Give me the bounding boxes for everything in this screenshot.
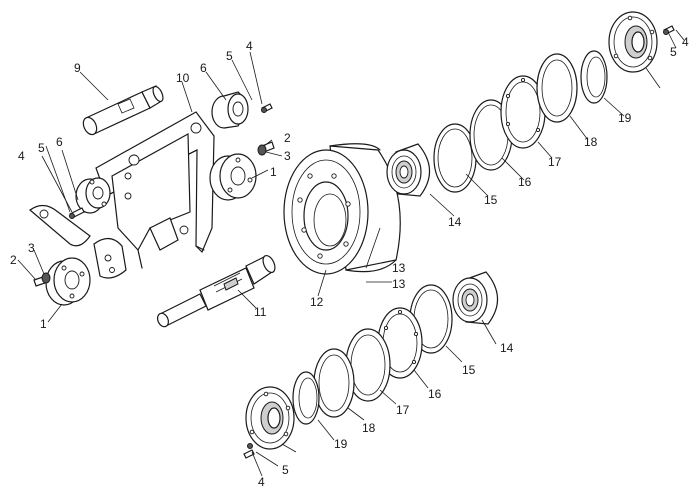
part-number-labels: 9 10 6 5 4 2 3 1 4 5 6 3 2 1 11 12 13 13…: [10, 35, 689, 489]
label-8: 10: [176, 71, 190, 85]
part-bearing-top: [386, 143, 431, 197]
label-12: 13: [392, 277, 406, 291]
part-axle-pin: [82, 85, 164, 136]
fasteners: [33, 25, 675, 459]
label-16-top: 17: [548, 155, 562, 169]
label-10: 12: [310, 295, 324, 309]
part-cover-19-bottom: [245, 386, 295, 450]
label-2-left: 2: [10, 253, 17, 267]
part-hub-top: [211, 91, 249, 129]
label-5-top: 5: [226, 49, 233, 63]
part-flange-left: [45, 257, 91, 306]
label-3-left: 3: [28, 241, 35, 255]
label-15-bottom: 16: [428, 387, 442, 401]
part-wheel-drum: [283, 143, 401, 275]
label-4-top: 4: [246, 39, 253, 53]
label-13-bottom: 14: [500, 341, 514, 355]
label-5-bottom: 5: [282, 463, 289, 477]
label-5-topright: 5: [670, 45, 677, 59]
part-bearing-bottom: [452, 271, 499, 325]
part-ring-18-top: [580, 50, 608, 104]
label-14-bottom: 15: [462, 363, 476, 377]
label-17-bottom: 18: [362, 421, 376, 435]
leader-lines: [17, 29, 685, 477]
label-6-top: 6: [200, 61, 207, 75]
part-cover-19-top: [608, 11, 658, 73]
label-4-topright: 4: [682, 35, 689, 49]
label-17-top: 18: [584, 135, 598, 149]
part-gasket-17-top: [536, 53, 578, 123]
part-hub-left: [75, 177, 111, 214]
label-16-bottom: 17: [396, 403, 410, 417]
part-gasket-17-bottom: [313, 348, 355, 418]
label-7: 9: [74, 61, 81, 75]
label-2-right: 2: [284, 131, 291, 145]
label-14-top: 15: [484, 193, 498, 207]
label-11: 13: [392, 261, 406, 275]
label-13-top: 14: [448, 215, 462, 229]
label-18-bottom: 19: [334, 437, 348, 451]
label-6-left: 6: [56, 135, 63, 149]
part-flange-right: [209, 153, 257, 201]
label-4-bottom: 4: [258, 475, 265, 489]
label-15-top: 16: [518, 175, 532, 189]
label-1-right: 1: [270, 165, 277, 179]
label-3-right: 3: [284, 149, 291, 163]
label-18-top: 19: [618, 111, 632, 125]
label-9: 11: [254, 305, 267, 319]
part-frame-bracket: [29, 111, 215, 279]
label-5-left: 5: [38, 141, 45, 155]
label-1-left: 1: [40, 317, 47, 331]
part-ring-18-bottom: [292, 371, 320, 425]
label-4-topleft: 4: [18, 149, 25, 163]
part-shaft: [156, 254, 276, 328]
